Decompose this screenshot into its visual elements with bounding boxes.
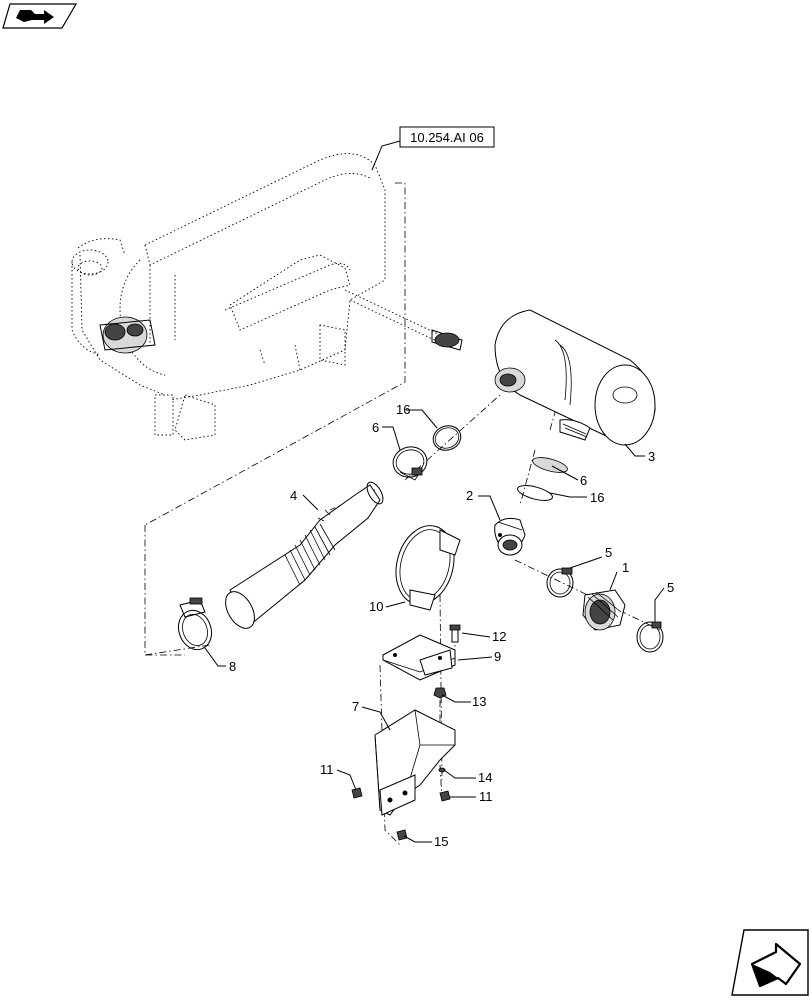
hose-clamp-upper xyxy=(392,446,428,481)
callout-16-lower: 16 xyxy=(590,490,604,505)
hose-clamp-right xyxy=(636,621,664,653)
callout-4: 4 xyxy=(290,488,297,503)
turbo-cluster xyxy=(99,316,156,354)
bolt-11-left xyxy=(351,787,363,799)
callout-6-upper: 6 xyxy=(372,420,379,435)
callout-2: 2 xyxy=(466,488,473,503)
flat-ring-lower xyxy=(532,457,568,473)
reference-leader xyxy=(371,140,401,171)
callout-8: 8 xyxy=(229,659,236,674)
callout-3: 3 xyxy=(648,449,655,464)
callout-5-right: 5 xyxy=(667,580,674,595)
hose-clamp-middle xyxy=(546,567,574,598)
washer-14 xyxy=(438,767,446,773)
elbow-adapter xyxy=(494,517,526,556)
callout-14: 14 xyxy=(478,770,492,785)
callout-16-upper: 16 xyxy=(396,402,410,417)
callout-7: 7 xyxy=(352,699,359,714)
callout-11-right: 11 xyxy=(479,789,493,804)
support-bracket xyxy=(374,709,456,816)
callout-11-left: 11 xyxy=(320,762,334,777)
t-bolt-clamp xyxy=(177,597,213,651)
flexible-hose xyxy=(225,481,384,629)
callout-9: 9 xyxy=(494,649,501,664)
mounting-band xyxy=(395,525,461,611)
air-cleaner-housing xyxy=(494,309,656,446)
leader-lines xyxy=(204,409,665,843)
bracket-plate xyxy=(382,634,456,681)
hump-hose xyxy=(582,589,626,631)
callout-6-lower: 6 xyxy=(580,473,587,488)
previous-page-icon[interactable] xyxy=(2,3,78,29)
engine-assembly xyxy=(71,153,463,441)
reference-box[interactable]: 10.254.AI 06 xyxy=(399,126,495,148)
reference-label: 10.254.AI 06 xyxy=(410,130,484,145)
o-ring-upper xyxy=(432,425,462,451)
bolt-12 xyxy=(449,624,461,643)
callout-10: 10 xyxy=(369,599,383,614)
callout-labels: 1 2 3 4 5 5 6 6 7 8 9 10 11 11 12 13 14 … xyxy=(229,402,674,849)
callout-13: 13 xyxy=(472,694,486,709)
nut-15 xyxy=(396,829,408,841)
o-ring-lower xyxy=(517,485,553,501)
callout-1: 1 xyxy=(622,560,629,575)
callout-5-middle: 5 xyxy=(605,545,612,560)
next-page-icon[interactable] xyxy=(731,929,809,996)
callout-15: 15 xyxy=(434,834,448,849)
bolt-11-right xyxy=(439,790,451,802)
callout-12: 12 xyxy=(492,629,506,644)
